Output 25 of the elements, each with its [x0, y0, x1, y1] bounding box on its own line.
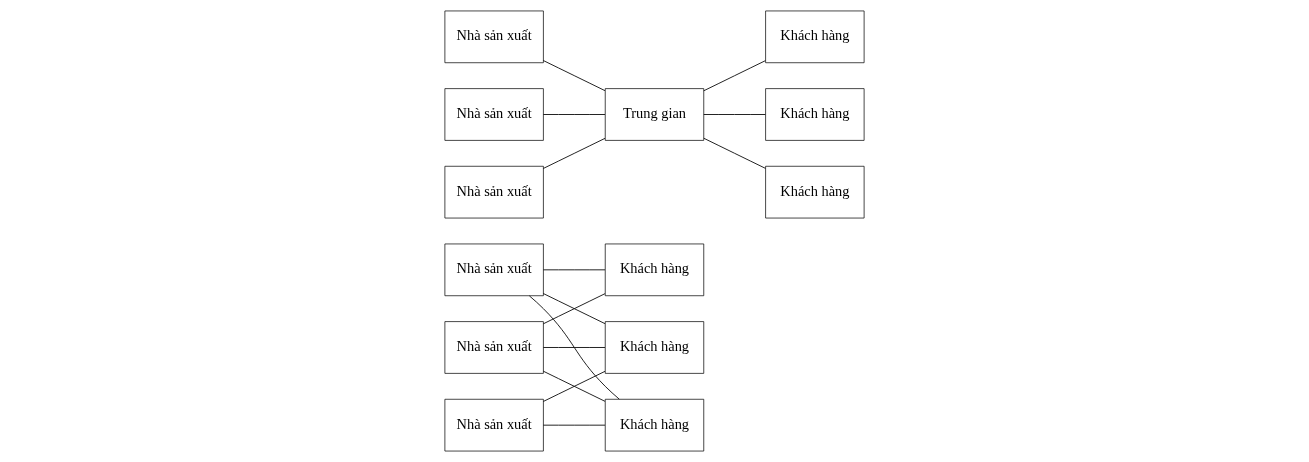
node-box: Khách hàng — [604, 321, 705, 374]
node-box: Khách hàng — [765, 88, 865, 141]
connector — [528, 295, 620, 400]
node-box: Nhà sản xuất — [444, 243, 544, 297]
node-box: Nhà sản xuất — [444, 10, 544, 64]
node-box: Khách hàng — [604, 398, 705, 452]
connector — [542, 424, 606, 426]
connector — [703, 137, 766, 169]
connector — [542, 114, 606, 115]
node-box: Khách hàng — [765, 165, 865, 219]
node-box: Khách hàng — [765, 10, 865, 64]
node-box: Khách hàng — [604, 243, 705, 297]
node-box: Nhà sản xuất — [444, 88, 544, 141]
connector — [542, 60, 606, 92]
connector — [542, 269, 606, 271]
node-box: Nhà sản xuất — [444, 398, 544, 452]
connector — [703, 60, 766, 92]
connector — [703, 114, 766, 115]
connector — [542, 137, 606, 169]
node-box: Trung gian — [604, 88, 705, 141]
connector — [542, 370, 606, 402]
node-box: Nhà sản xuất — [444, 165, 544, 219]
connector — [542, 347, 606, 348]
node-box: Nhà sản xuất — [444, 321, 544, 374]
connector — [542, 293, 606, 325]
